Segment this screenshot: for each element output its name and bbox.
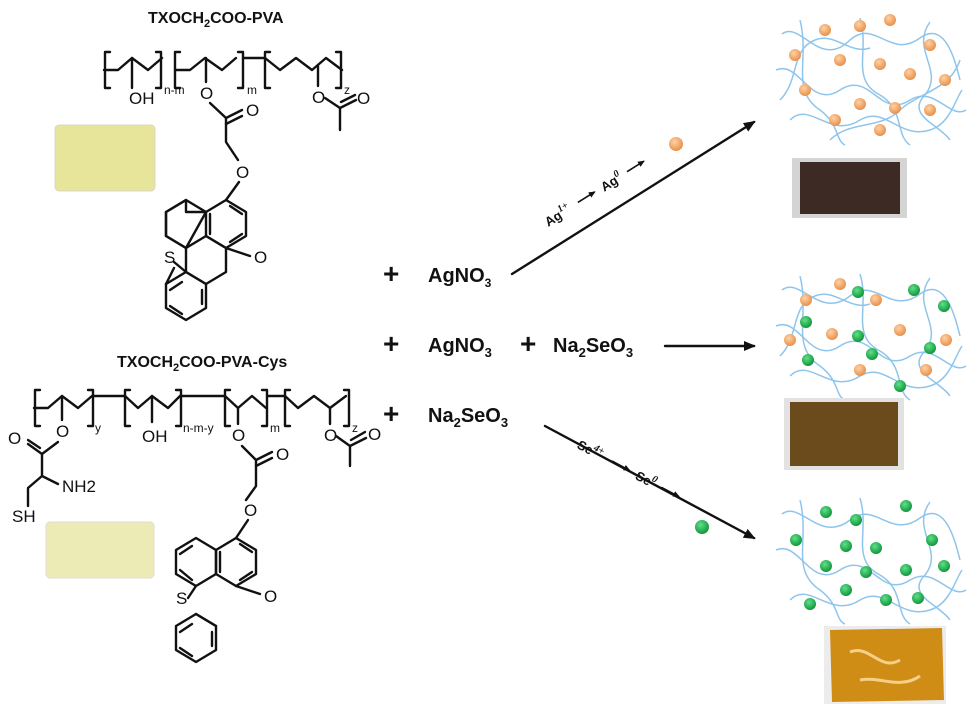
selenium-reduction-label: Se4+ Se0 — [575, 435, 680, 498]
ether-oxygen-2: O — [244, 501, 257, 520]
plus-sign-2: + — [383, 328, 399, 359]
acetate-carbonyl-oxygen-2: O — [368, 425, 381, 444]
film-photo-mixed — [790, 402, 898, 466]
ketone-oxygen: O — [254, 248, 267, 267]
subscript-z: z — [344, 83, 350, 97]
subscript-n-m: n-m — [164, 83, 185, 97]
arrow-selenium — [543, 424, 756, 540]
cys-ester-oxygen: O — [56, 422, 69, 441]
plus-sign-1: + — [383, 258, 399, 289]
reagents: + AgNO3 + AgNO3 + Na2SeO3 + Na2SeO3 — [383, 258, 633, 430]
subscript-m-2: m — [270, 421, 280, 435]
thiol-label: SH — [12, 507, 36, 526]
acetate-oxygen-2: O — [324, 426, 337, 445]
polymer-2-film-photo — [45, 521, 155, 579]
reagent-na2seo3-2: Na2SeO3 — [428, 405, 508, 430]
bracket-close-1 — [154, 50, 163, 90]
polymer-2-title: TXOCH2COO-PVA-Cys — [117, 354, 287, 374]
silver-reduction-label: Ag1+ Ag0 — [541, 160, 645, 229]
carbonyl-oxygen-2: O — [276, 445, 289, 464]
acetate-oxygen: O — [312, 88, 325, 107]
polymer-2-structure: TXOCH2COO-PVA-Cys y OH n-m-y m z O O NH2… — [8, 354, 381, 664]
plus-sign-4: + — [383, 398, 399, 429]
reagent-na2seo3-1: Na2SeO3 — [553, 335, 633, 360]
carbonyl-oxygen: O — [246, 101, 259, 120]
sulfur-label-2: S — [176, 589, 187, 608]
network-silver — [775, 14, 967, 218]
ketone-oxygen-2: O — [264, 587, 277, 606]
hydroxyl-label-2: OH — [142, 427, 168, 446]
subscript-n-m-y: n-m-y — [183, 421, 214, 435]
polymer-1-title: TXOCH2COO-PVA — [148, 10, 284, 30]
network-selenium — [775, 497, 967, 704]
plus-sign-3: + — [520, 328, 536, 359]
svg-text:Ag1+: Ag1+ — [541, 200, 574, 229]
ether-oxygen: O — [236, 163, 249, 182]
reagent-agno3-1: AgNO3 — [428, 265, 492, 290]
svg-text:Se4+: Se4+ — [575, 435, 607, 463]
silver-nanoparticle-icon — [669, 137, 683, 151]
svg-text:Se0: Se0 — [633, 466, 659, 491]
network-mixed — [775, 273, 967, 470]
subscript-m: m — [247, 83, 257, 97]
cys-carbonyl-oxygen: O — [8, 429, 21, 448]
silver-particles — [789, 14, 951, 136]
arrow-silver — [510, 120, 756, 276]
reaction-arrows: Ag1+ Ag0 Se4+ Se0 — [510, 120, 756, 540]
sulfur-label: S — [164, 248, 175, 267]
polymer-1-film-photo — [54, 124, 156, 192]
reagent-agno3-2: AgNO3 — [428, 335, 492, 360]
ester-oxygen: O — [200, 84, 213, 103]
subscript-y: y — [95, 421, 101, 435]
film-photo-silver — [800, 162, 900, 214]
svg-text:Ag0: Ag0 — [597, 168, 625, 194]
acetate-carbonyl-oxygen: O — [357, 89, 370, 108]
subscript-z-2: z — [352, 421, 358, 435]
amine-label: NH2 — [62, 477, 96, 496]
polymer-1-structure: TXOCH2COO-PVA OH n-m O m O O O z O — [54, 10, 370, 322]
ester-oxygen-2: O — [232, 426, 245, 445]
hydroxyl-label: OH — [129, 89, 155, 108]
film-photo-selenium — [830, 628, 944, 702]
selenium-nanoparticle-icon — [695, 520, 709, 534]
